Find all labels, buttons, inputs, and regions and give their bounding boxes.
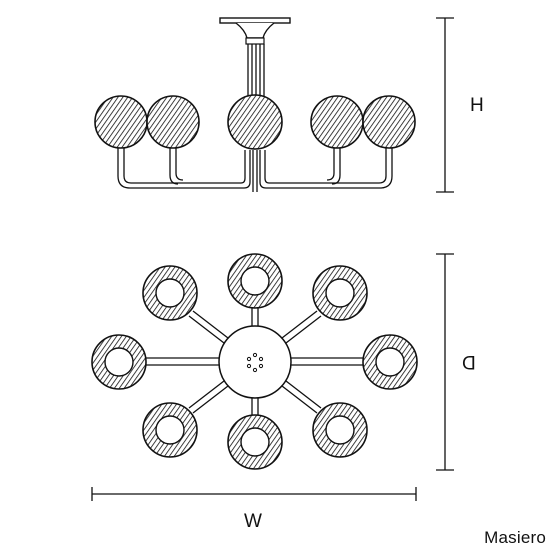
plan-globe [227, 253, 283, 309]
elevation-globe [310, 95, 364, 149]
depth-dimension-line [436, 253, 454, 471]
plan-globes [91, 253, 418, 470]
elevation-globe [94, 95, 148, 149]
plan-globe [312, 265, 368, 321]
brand-logo-text: Masiero [484, 528, 546, 547]
width-label: W [244, 511, 262, 532]
plan-globe [362, 334, 418, 390]
elevation-globe [146, 95, 200, 149]
hub-holes [246, 352, 264, 373]
height-label: H [470, 95, 484, 116]
plan-view [91, 253, 418, 470]
elevation-globe [227, 94, 283, 150]
plan-globe [227, 414, 283, 470]
elevation-globes [94, 94, 416, 150]
elevation-view [94, 17, 416, 192]
ceiling-canopy [219, 17, 291, 39]
depth-label: D [462, 351, 476, 372]
central-stem [245, 37, 265, 100]
central-hub [218, 325, 292, 399]
width-dimension-line [91, 487, 417, 501]
height-dimension-line [436, 17, 454, 193]
elevation-arms [117, 146, 393, 192]
plan-globe [312, 402, 368, 458]
plan-globe [91, 334, 147, 390]
elevation-globe [362, 95, 416, 149]
plan-globe [142, 402, 198, 458]
plan-globe [142, 265, 198, 321]
